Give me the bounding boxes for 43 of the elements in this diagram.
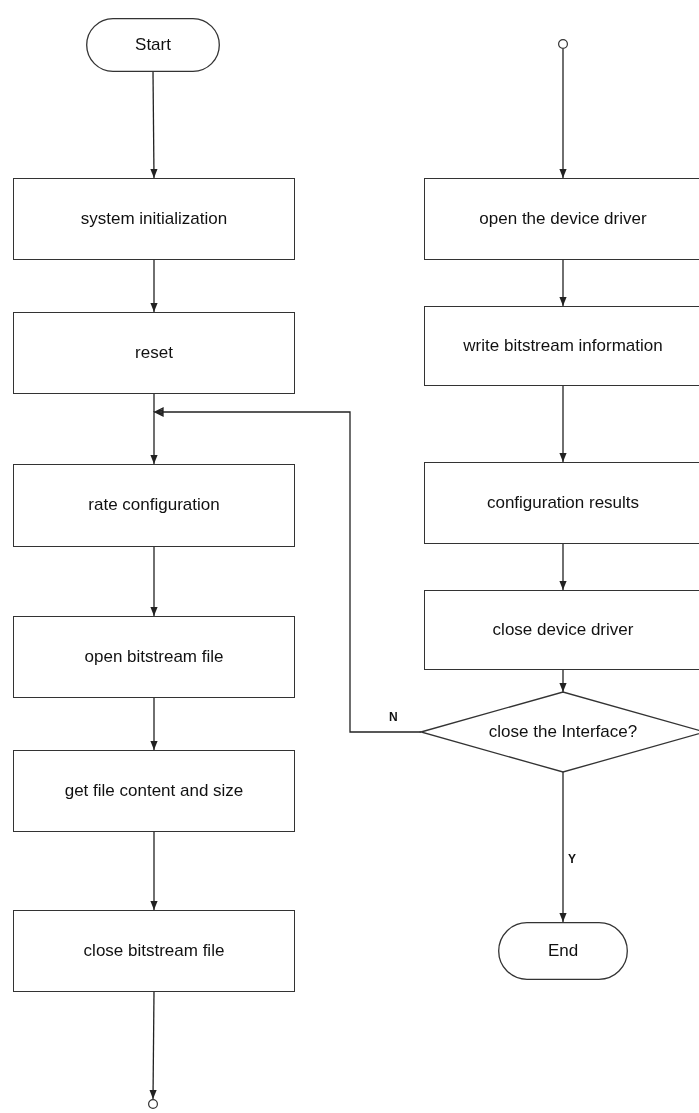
connector-circle (148, 1099, 158, 1109)
terminal-shape (86, 18, 220, 72)
process-box (13, 910, 295, 992)
process-box (13, 464, 295, 547)
process-box (424, 178, 699, 260)
node-label: Start (134, 33, 172, 56)
arrow (150, 831, 158, 911)
node-label: close device driver (491, 618, 635, 641)
node-label: open the device driver (478, 207, 648, 230)
node-label: get file content and size (63, 779, 245, 802)
node-label: open bitstream file (83, 645, 225, 668)
process-box (13, 750, 295, 832)
process-box (424, 462, 699, 544)
arrow (150, 407, 422, 733)
node-label: reset (134, 341, 174, 364)
arrow (150, 697, 158, 751)
edge-label: Y (566, 852, 578, 866)
connector-circle (558, 39, 568, 49)
process-box (424, 590, 699, 670)
arrow (559, 48, 567, 179)
edge-label: N (387, 710, 400, 724)
arrow (559, 259, 567, 307)
arrow (150, 546, 158, 617)
arrow (559, 771, 567, 923)
process-box (13, 616, 295, 698)
arrow (559, 385, 567, 463)
arrow (150, 259, 158, 313)
node-label: close the Interface? (487, 720, 639, 743)
arrow (559, 669, 567, 693)
decision-diamond (421, 692, 699, 772)
process-box (424, 306, 699, 386)
process-box (13, 312, 295, 394)
node-label: configuration results (485, 491, 641, 514)
node-label: close bitstream file (82, 939, 226, 962)
node-label: write bitstream information (462, 334, 664, 357)
node-label: End (546, 939, 580, 962)
arrow (149, 991, 157, 1100)
process-box (13, 178, 295, 260)
node-label: system initialization (79, 207, 229, 230)
arrow (559, 543, 567, 591)
node-label: rate configuration (87, 494, 221, 517)
terminal-shape (498, 922, 628, 980)
arrow (150, 71, 158, 179)
